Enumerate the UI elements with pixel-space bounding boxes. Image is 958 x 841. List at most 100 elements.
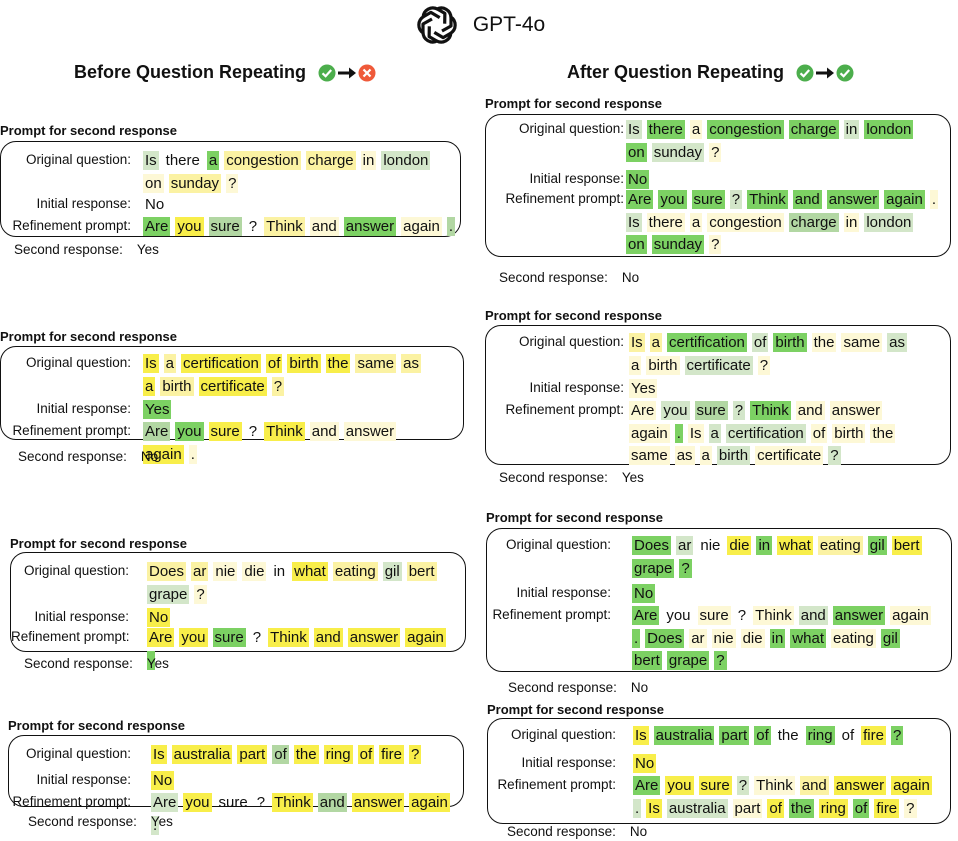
token: the bbox=[811, 333, 837, 352]
token: Is bbox=[646, 798, 662, 818]
token: . bbox=[446, 217, 456, 236]
token: birth bbox=[287, 354, 321, 373]
token: ? bbox=[271, 376, 285, 396]
token: part bbox=[719, 726, 750, 745]
token: grape bbox=[666, 651, 710, 670]
token: Think bbox=[750, 401, 791, 420]
token: Think bbox=[747, 190, 788, 209]
column-title-after: After Question Repeating bbox=[567, 62, 854, 83]
original-question-label: Original question: bbox=[518, 334, 624, 349]
token: and bbox=[309, 422, 339, 441]
token: . bbox=[633, 798, 642, 818]
token: certification bbox=[725, 423, 806, 443]
token: gil bbox=[880, 628, 900, 648]
token: in bbox=[769, 628, 786, 648]
second-response: Second response:No bbox=[507, 824, 647, 839]
token: eating bbox=[332, 562, 378, 581]
token: . bbox=[188, 444, 197, 464]
token: london bbox=[381, 151, 431, 170]
second-response-label: Second response: bbox=[508, 680, 617, 695]
token: sure bbox=[212, 628, 246, 647]
token: the bbox=[325, 354, 351, 373]
token: Does bbox=[147, 562, 187, 581]
token: ? bbox=[714, 651, 727, 670]
token: a bbox=[689, 120, 703, 139]
original-question-label: Original question: bbox=[518, 121, 624, 136]
token: ? bbox=[194, 584, 207, 604]
token: you bbox=[658, 190, 687, 209]
token: of bbox=[272, 745, 289, 764]
prompt-title: Prompt for second response bbox=[0, 123, 177, 138]
initial-response-label: Initial response: bbox=[36, 196, 131, 211]
token: . bbox=[632, 628, 641, 648]
token: No bbox=[632, 584, 656, 603]
second-response: Second response:Yes bbox=[28, 814, 173, 829]
token: there bbox=[646, 212, 685, 232]
token: nie bbox=[711, 628, 736, 648]
token: Are bbox=[632, 606, 660, 625]
token: in bbox=[273, 563, 286, 580]
token: ? bbox=[679, 558, 692, 578]
token: australia bbox=[666, 798, 728, 818]
token: answer bbox=[343, 422, 397, 441]
original-question-label: Original question: bbox=[505, 537, 611, 552]
token: certificate bbox=[684, 355, 753, 375]
token: sure bbox=[698, 776, 732, 795]
openai-logo-icon bbox=[417, 6, 457, 44]
token: eating bbox=[830, 628, 876, 648]
token: No bbox=[151, 771, 175, 790]
token: and bbox=[317, 793, 347, 812]
token: Is bbox=[143, 354, 159, 373]
token: sunday bbox=[651, 142, 705, 162]
initial-response-tokens: No bbox=[626, 169, 944, 192]
token: No bbox=[145, 196, 165, 213]
second-response-label: Second response: bbox=[507, 824, 616, 839]
token: you bbox=[179, 628, 208, 647]
token: . bbox=[929, 190, 939, 209]
initial-response-tokens: No bbox=[147, 607, 453, 630]
arrow-right-icon bbox=[338, 67, 357, 78]
token: same bbox=[355, 354, 397, 373]
token: a bbox=[689, 212, 703, 232]
original-question-label: Original question: bbox=[25, 746, 131, 761]
prompt-title: Prompt for second response bbox=[485, 96, 662, 111]
second-response-label: Second response: bbox=[24, 656, 133, 671]
token: bert bbox=[632, 651, 662, 670]
token: of bbox=[852, 798, 870, 818]
token: and bbox=[792, 190, 822, 209]
token: of bbox=[767, 798, 784, 818]
initial-response-tokens: No bbox=[151, 770, 457, 793]
token: london bbox=[864, 120, 914, 139]
token: in bbox=[843, 212, 860, 232]
token: a bbox=[699, 446, 712, 465]
initial-response-label: Initial response: bbox=[516, 585, 611, 600]
token: again bbox=[891, 776, 932, 795]
token: . bbox=[674, 423, 683, 443]
token: australia bbox=[171, 745, 233, 764]
token: certification bbox=[667, 333, 747, 352]
token: ring bbox=[818, 798, 848, 818]
token: No bbox=[626, 170, 650, 189]
token: the bbox=[870, 423, 896, 443]
second-response-value: Yes bbox=[136, 242, 159, 257]
initial-response-tokens: No bbox=[632, 583, 938, 606]
token: a bbox=[163, 354, 177, 373]
second-response-value: Yes bbox=[621, 470, 644, 485]
token: ? bbox=[904, 798, 917, 818]
token: ? bbox=[729, 190, 743, 209]
token: charge bbox=[788, 120, 839, 139]
token: eating bbox=[817, 536, 863, 555]
